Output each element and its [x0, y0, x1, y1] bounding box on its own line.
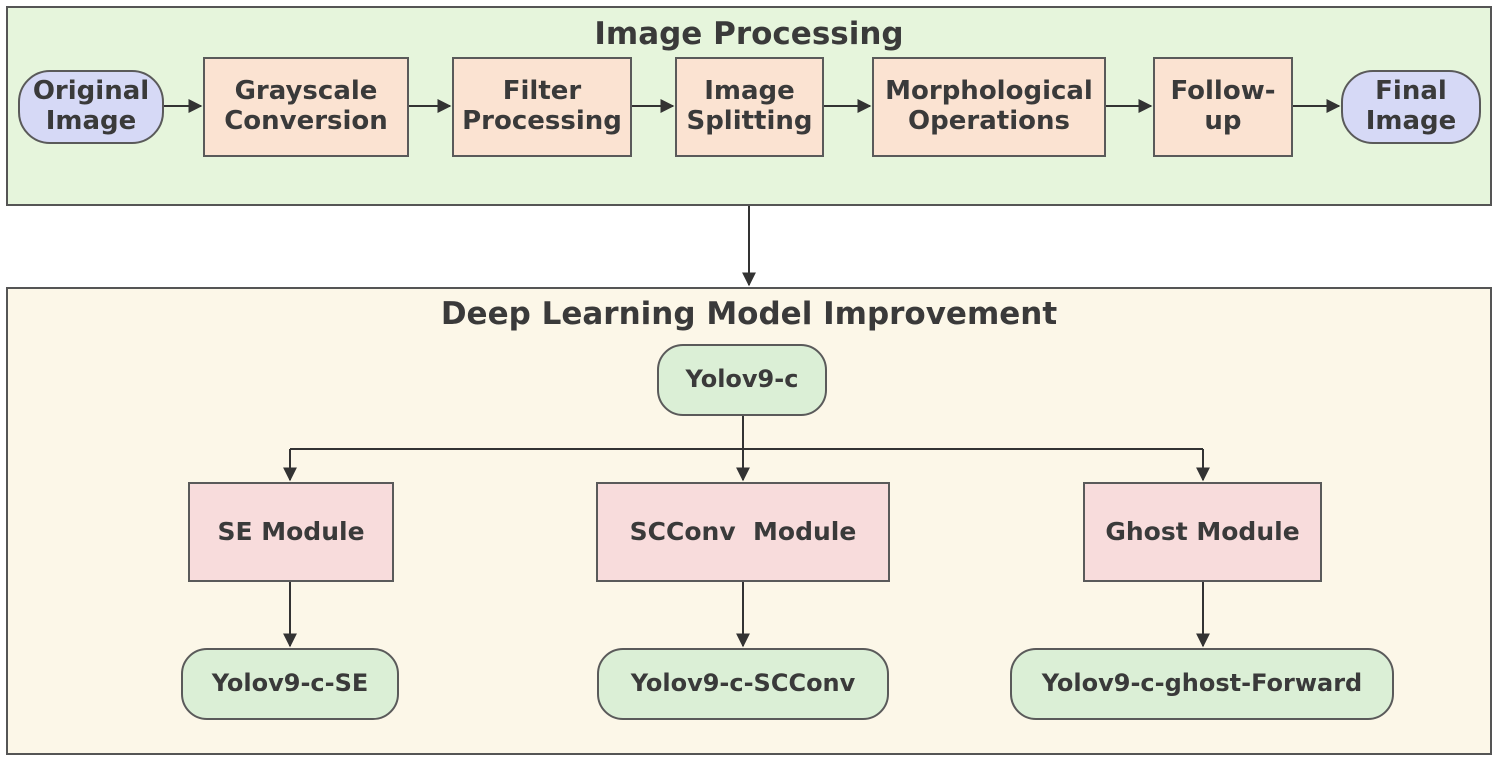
yolov9-c-se-label: Yolov9-c-SE — [211, 669, 369, 698]
final-image-line2: Image — [1365, 106, 1457, 136]
original-image-line2: Image — [45, 106, 137, 136]
scconv-module-label: SCConv Module — [629, 516, 857, 546]
morph-line1: Morphological — [885, 76, 1093, 107]
followup-line1: Follow- — [1170, 76, 1276, 107]
morph-line2: Operations — [908, 106, 1070, 136]
grayscale-line1: Grayscale — [234, 76, 378, 107]
grayscale-line2: Conversion — [224, 106, 388, 136]
yolov9-c-node: Yolov9-c — [657, 344, 827, 416]
se-module-label: SE Module — [217, 516, 365, 546]
yolov9-c-ghost-forward-label: Yolov9-c-ghost-Forward — [1041, 669, 1363, 698]
final-image-line1: Final — [1375, 76, 1447, 107]
follow-up-node: Follow-up — [1153, 57, 1293, 157]
filter-line2: Processing — [462, 106, 622, 136]
splitting-line1: Image — [704, 76, 795, 107]
filter-line1: Filter — [502, 76, 582, 107]
ghost-module-node: Ghost Module — [1083, 482, 1322, 582]
deep-learning-title: Deep Learning Model Improvement — [440, 296, 1058, 332]
yolov9-c-label: Yolov9-c — [685, 365, 799, 394]
splitting-line2: Splitting — [686, 106, 813, 136]
yolov9-c-scconv-label: Yolov9-c-SCConv — [630, 669, 856, 698]
se-module-node: SE Module — [188, 482, 394, 582]
yolov9-c-ghost-forward-node: Yolov9-c-ghost-Forward — [1010, 648, 1394, 720]
followup-line2: up — [1204, 106, 1242, 136]
scconv-module-node: SCConv Module — [596, 482, 890, 582]
yolov9-c-se-node: Yolov9-c-SE — [181, 648, 399, 720]
image-processing-title: Image Processing — [594, 16, 904, 52]
yolov9-c-scconv-node: Yolov9-c-SCConv — [597, 648, 889, 720]
original-image-line1: Original — [32, 76, 150, 107]
ghost-module-label: Ghost Module — [1105, 516, 1300, 546]
